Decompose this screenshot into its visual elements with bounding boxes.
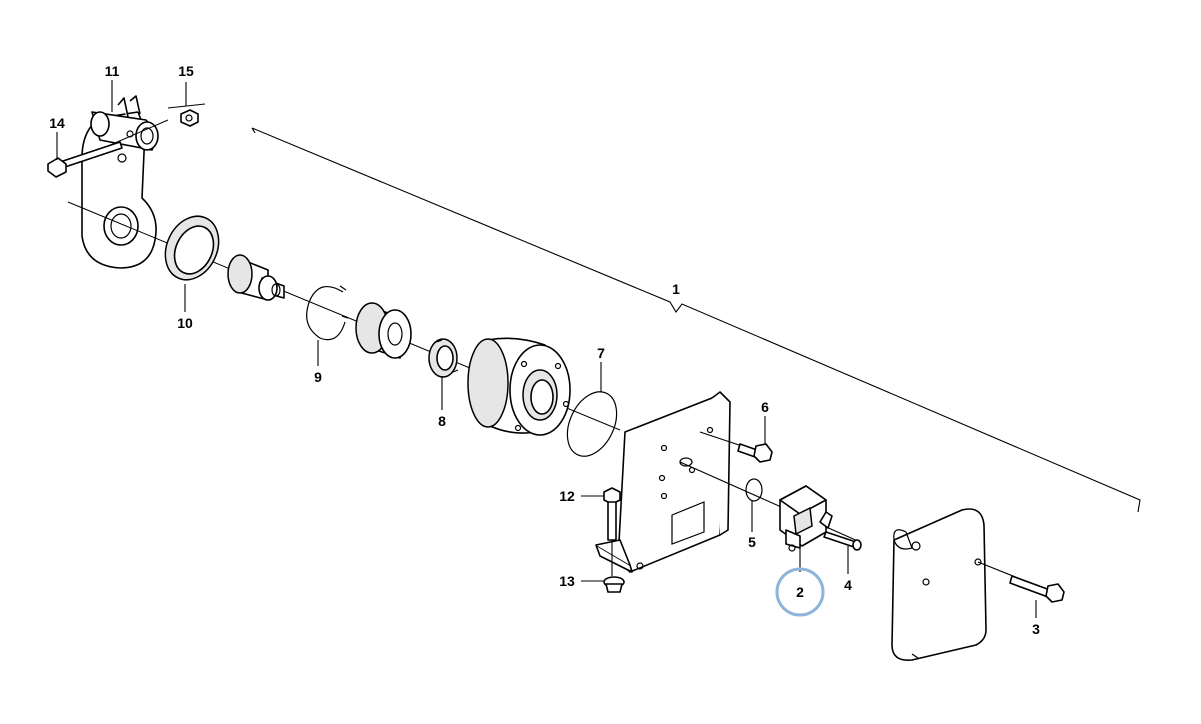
housing xyxy=(467,337,571,436)
o-ring-5 xyxy=(745,478,763,502)
nut-15 xyxy=(180,109,199,127)
leader-lines xyxy=(56,80,1037,618)
screw-4 xyxy=(823,531,862,551)
bearing xyxy=(355,302,412,359)
callout-4[interactable]: 4 xyxy=(844,577,852,593)
callout-2[interactable]: 2 xyxy=(796,584,804,600)
callout-3[interactable]: 3 xyxy=(1032,621,1040,637)
callout-5[interactable]: 5 xyxy=(748,534,756,550)
sensor-2 xyxy=(679,461,861,552)
lever-arm xyxy=(81,95,159,269)
callout-10[interactable]: 10 xyxy=(177,315,193,331)
callout-15[interactable]: 15 xyxy=(178,63,194,79)
callout-11[interactable]: 11 xyxy=(105,63,120,79)
nut-13 xyxy=(603,576,625,593)
callout-labels: 1 2 3 4 5 6 7 8 9 10 11 12 13 14 15 xyxy=(49,63,1040,637)
seal-ring-10 xyxy=(164,215,220,281)
bolt-3 xyxy=(977,561,1065,603)
callout-1[interactable]: 1 xyxy=(672,281,680,297)
bolt-14 xyxy=(47,141,123,178)
cover-3 xyxy=(891,508,987,662)
shaft-hub xyxy=(227,254,285,301)
callout-13[interactable]: 13 xyxy=(559,573,575,589)
highlight-circle xyxy=(775,567,825,617)
lock-nut-8 xyxy=(428,338,459,378)
callout-7[interactable]: 7 xyxy=(597,345,605,361)
callout-9[interactable]: 9 xyxy=(314,369,322,385)
bolt-12 xyxy=(603,487,621,576)
callout-14[interactable]: 14 xyxy=(49,115,65,131)
callout-8[interactable]: 8 xyxy=(438,413,446,429)
o-ring-7 xyxy=(566,391,618,457)
assembly-bracket-1 xyxy=(251,127,1141,513)
callout-6[interactable]: 6 xyxy=(761,399,769,415)
snap-ring-9 xyxy=(306,285,349,341)
bolt-6 xyxy=(699,431,773,463)
callout-12[interactable]: 12 xyxy=(559,488,575,504)
mounting-bracket xyxy=(595,391,731,573)
